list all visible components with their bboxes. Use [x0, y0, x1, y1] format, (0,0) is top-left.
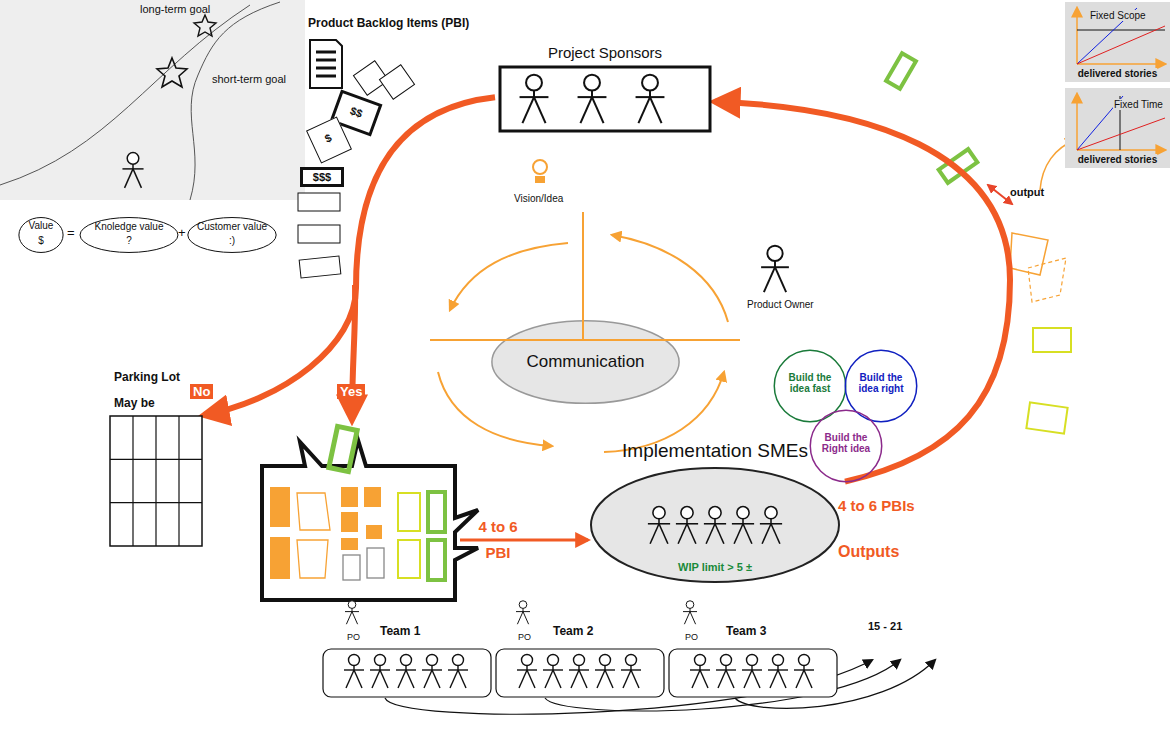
- annotation-label: Product Owner: [747, 299, 814, 310]
- flow-arrow: [204, 97, 495, 415]
- value-ellipse: Customer value:): [186, 216, 278, 254]
- principle-circle: Build the idea right: [843, 348, 919, 424]
- annotation-label: PO: [347, 632, 360, 642]
- annotation-label: Product Backlog Items (PBI): [308, 16, 469, 30]
- node-sublabel: May be: [114, 396, 155, 410]
- team-ellipse: Implementation SMEsWIP limit > 5 ±: [585, 436, 845, 588]
- edge-label: 4 to 6 PBIs: [838, 497, 915, 514]
- chart-panel: Fixed Scope delivered stories: [1065, 2, 1170, 82]
- node-label: Build the Right idea: [818, 432, 874, 454]
- node-label: Project Sponsors: [548, 44, 662, 61]
- value-ellipse: Value $: [18, 216, 64, 254]
- annotation-label: long-term goal: [140, 3, 210, 15]
- annotation-label: Vision/Idea: [514, 193, 563, 204]
- annotation-label: short-term goal: [212, 73, 286, 85]
- flow-arrow: [715, 102, 1010, 482]
- node-sublabel: $: [38, 235, 44, 246]
- node-sublabel: delivered stories: [1078, 68, 1157, 79]
- node-label: Build the idea right: [853, 372, 909, 394]
- annotation-label: 15 - 21: [868, 620, 902, 632]
- node-label: $$$: [313, 171, 331, 183]
- sponsor-box: Project Sponsors: [495, 42, 715, 134]
- node-label: $: [323, 131, 334, 144]
- annotation-label: 4 to 6 PBI: [467, 514, 529, 566]
- pbi-card: $$$: [300, 167, 344, 187]
- node-label: Communication: [526, 352, 644, 372]
- node-label: Fixed Time: [1113, 99, 1164, 110]
- communication-ellipse: Communication: [488, 318, 683, 406]
- node-label: Fixed Scope: [1089, 10, 1147, 21]
- node-sublabel: WIP limit > 5 ±: [678, 561, 752, 573]
- node-label: Team 1: [380, 624, 420, 638]
- node-label: Value: [29, 220, 54, 231]
- node-label: Team 3: [726, 624, 766, 638]
- node-label: Knoledge value: [95, 221, 164, 232]
- node-label: Team 2: [553, 624, 593, 638]
- annotation-label: PO: [518, 632, 531, 642]
- annotation-label: PO: [685, 632, 698, 642]
- node-label: Implementation SMEs: [622, 440, 808, 462]
- node-label: Build the idea fast: [782, 372, 838, 394]
- annotation-label: Outputs: [838, 543, 899, 561]
- annotation-label: +: [178, 225, 186, 240]
- node-sublabel: delivered stories: [1078, 154, 1157, 165]
- node-label: Customer value: [197, 221, 267, 232]
- annotation-label: Yes: [337, 384, 365, 399]
- node-sublabel: :): [229, 235, 235, 246]
- node-label: $$: [349, 104, 365, 119]
- chart-panel: Fixed Time delivered stories: [1065, 88, 1170, 168]
- principle-circle: Build the Right idea: [808, 408, 884, 484]
- principle-circle: Build the idea fast: [772, 348, 848, 424]
- value-ellipse: Knoledge value?: [78, 216, 180, 254]
- edge-label: No: [190, 384, 213, 399]
- node-sublabel: ?: [126, 235, 132, 246]
- annotation-label: =: [67, 225, 75, 240]
- node-label: Parking Lot: [114, 370, 180, 384]
- annotation-label: output: [1010, 186, 1044, 198]
